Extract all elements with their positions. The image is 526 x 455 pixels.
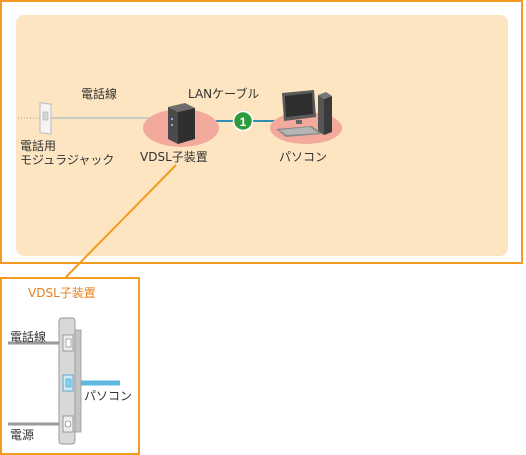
step-number: 1 (240, 115, 247, 129)
vdsl-device-icon (168, 103, 195, 144)
step-badge: 1 (232, 110, 254, 132)
detail-phone-line-label: 電話線 (10, 330, 47, 344)
pc-label: パソコン (279, 150, 328, 164)
jack-label-line1: 電話用 (20, 139, 57, 153)
phone-line-label: 電話線 (81, 87, 118, 101)
modular-jack-icon (39, 102, 52, 135)
detail-vdsl-device-icon (58, 317, 82, 445)
power-port-icon (62, 415, 74, 433)
phone-port-icon (62, 334, 74, 352)
computer-icon (276, 90, 332, 137)
lan-port-icon (62, 374, 74, 392)
detail-pc-label: パソコン (84, 389, 133, 403)
lan-cable-label: LANケーブル (188, 87, 260, 101)
jack-label-line2: モジュラジャック (20, 153, 115, 167)
callout-line (65, 164, 177, 278)
detail-power-label: 電源 (10, 428, 35, 442)
vdsl-label: VDSL子装置 (140, 150, 208, 164)
main-diagram-panel (16, 15, 508, 256)
detail-title: VDSL子装置 (28, 286, 96, 300)
